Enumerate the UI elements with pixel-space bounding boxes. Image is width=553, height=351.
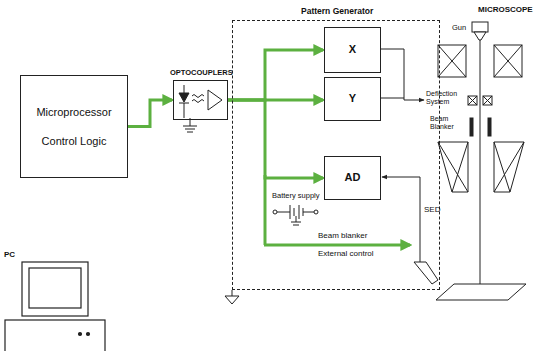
optocoupler-symbol [179, 85, 222, 132]
battery-label: Battery supply [272, 192, 320, 201]
part-label: Deflection System [426, 90, 468, 106]
pc-label: PC [4, 250, 15, 259]
y-deflection-box: Y [324, 77, 381, 121]
signal-label: SED [424, 205, 440, 214]
signal-label: External control [318, 249, 374, 258]
ground-symbol [225, 290, 239, 304]
group-heading: OPTOCOUPLERS [170, 68, 233, 77]
process-box: Microprocessor Control Logic [20, 75, 128, 178]
ad-converter-box: AD [324, 156, 381, 200]
part-label: Beam Blanker [430, 115, 468, 131]
signal-bus-arrow [228, 50, 323, 100]
pc-icon [5, 262, 105, 351]
box-label: AD [345, 171, 361, 184]
battery-symbol [273, 205, 318, 225]
x-deflection-box: X [324, 27, 381, 73]
part-label: Gun [452, 24, 466, 33]
sed-detector [414, 262, 438, 284]
signal-label: Beam blanker [318, 231, 367, 240]
signal-wire [381, 49, 424, 262]
optocoupler-box: OPTOCOUPLERS [173, 80, 228, 120]
box-label: Microprocessor Control Logic [21, 98, 127, 155]
signal-bus-arrow [128, 100, 172, 127]
box-label: Y [349, 92, 356, 105]
microscope-column [436, 22, 526, 300]
box-label: X [349, 43, 356, 56]
signal-bus-arrow [228, 100, 323, 178]
group-heading: Pattern Generator [301, 6, 373, 16]
microscope-title: MICROSCOPE [478, 5, 533, 14]
